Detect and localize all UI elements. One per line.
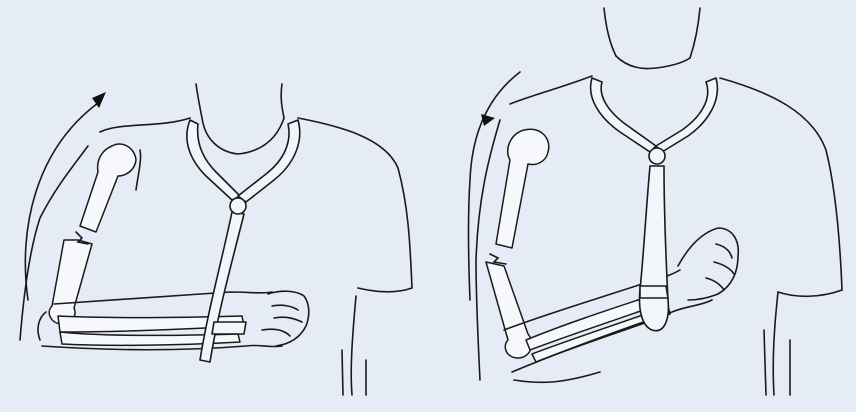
right-panel [469, 8, 843, 395]
left-humerus-bone [49, 144, 136, 324]
left-fist [262, 291, 309, 346]
right-sling-ring [649, 148, 665, 164]
right-fist [678, 228, 738, 300]
left-sling-ring [230, 198, 246, 214]
right-arm-outline [504, 270, 712, 382]
right-humerus-bone [486, 129, 549, 358]
left-panel [20, 84, 412, 395]
right-sling-strap [591, 78, 718, 331]
